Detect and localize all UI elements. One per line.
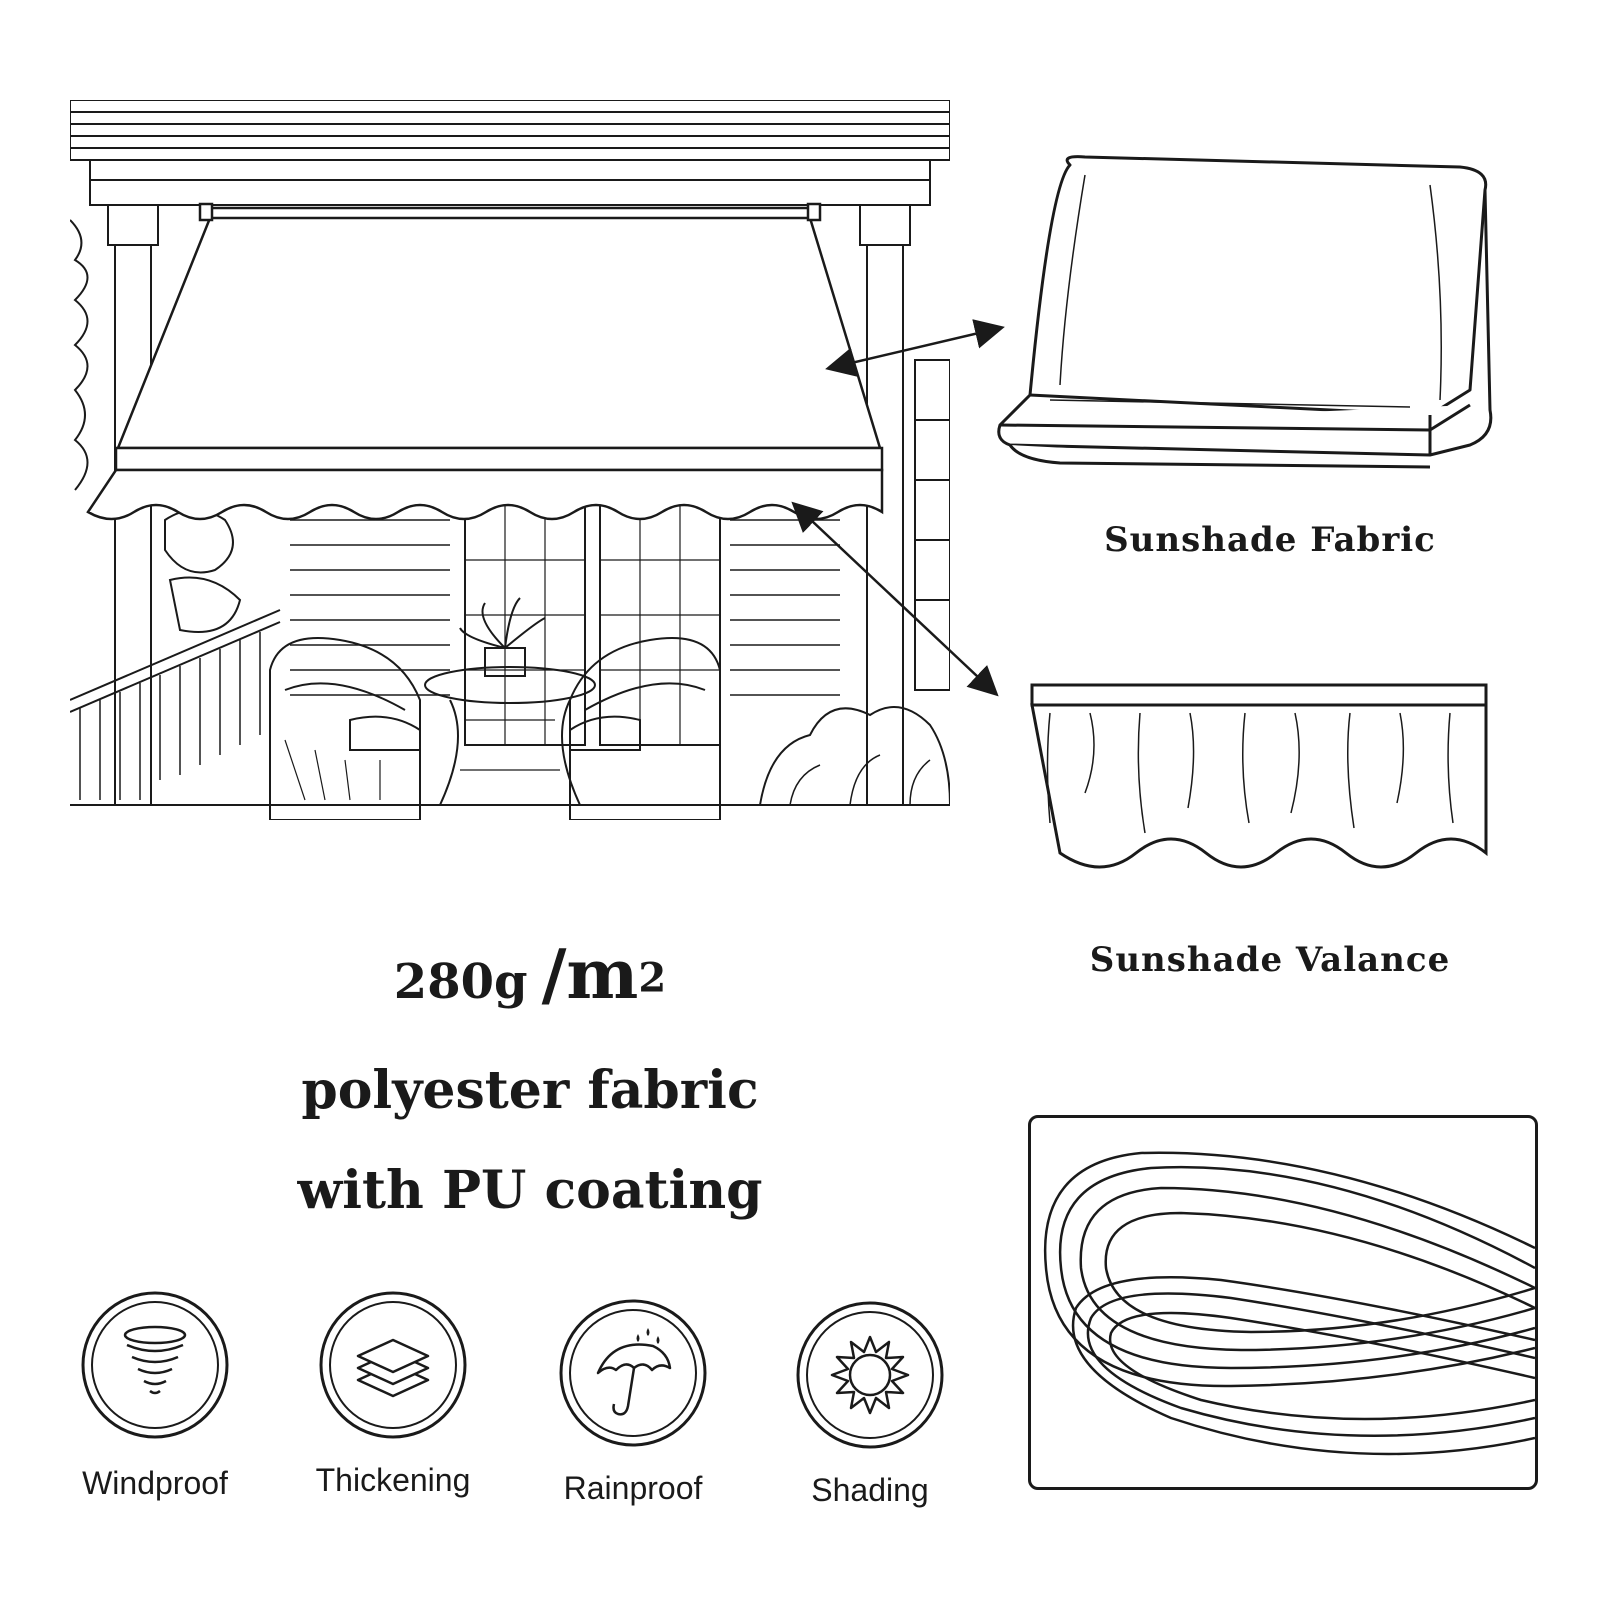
feature-windproof: Windproof — [80, 1290, 230, 1520]
fabric-weight: 280g/m2 — [300, 935, 760, 1045]
weight-value: 280g — [393, 954, 528, 1010]
tornado-icon — [81, 1291, 229, 1439]
porch-awning-illustration — [70, 100, 950, 820]
weight-exponent: 2 — [638, 954, 667, 1002]
feature-label-windproof: Windproof — [82, 1465, 228, 1501]
feature-rainproof: Rainproof — [558, 1298, 708, 1528]
weight-unit: /m — [541, 935, 639, 1015]
valance-illustration — [1030, 683, 1490, 873]
valance-icon — [1030, 683, 1488, 869]
coiled-cord-icon — [1043, 1151, 1535, 1456]
umbrella-rain-icon — [559, 1299, 707, 1447]
awning-scene-drawing — [70, 100, 950, 820]
cord-accessory-frame — [1028, 1115, 1538, 1490]
sunshade-valance-label: Sunshade Valance — [1089, 940, 1451, 980]
sunshade-fabric-label: Sunshade Fabric — [1104, 520, 1436, 560]
folded-fabric-icon — [997, 155, 1493, 469]
sun-icon — [796, 1301, 944, 1449]
feature-label-thickening: Thickening — [315, 1462, 471, 1498]
layers-icon — [319, 1291, 467, 1439]
folded-fabric-illustration — [990, 145, 1530, 490]
feature-label-rainproof: Rainproof — [563, 1470, 703, 1506]
feature-thickening: Thickening — [316, 1290, 470, 1520]
feature-shading: Shading — [795, 1300, 945, 1530]
material-line-2: with PU coating — [297, 1160, 763, 1221]
feature-label-shading: Shading — [811, 1472, 929, 1508]
material-line-1: polyester fabric — [301, 1060, 759, 1121]
